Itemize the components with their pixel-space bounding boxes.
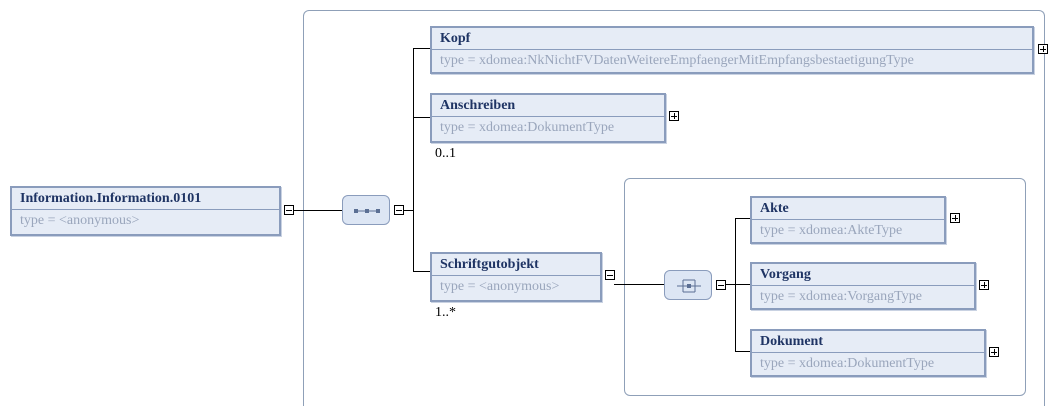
schriftgutobjekt-content-group	[624, 178, 1026, 396]
element-name: Kopf	[432, 28, 1032, 50]
root-content-group	[303, 10, 1045, 406]
connector-trunk-to-kopf	[413, 48, 430, 49]
sequence-compositor-icon	[354, 209, 380, 213]
element-name: Information.Information.0101	[12, 188, 279, 210]
sequence-trunk-line	[413, 48, 414, 271]
minus-box-icon[interactable]	[716, 280, 726, 290]
element-vorgang[interactable]: Vorgang type = xdomea:VorgangType	[750, 262, 976, 310]
plus-box-icon[interactable]	[950, 213, 960, 223]
occurrence-label: 1..*	[435, 305, 456, 320]
element-name: Dokument	[752, 331, 984, 353]
sequence-compositor[interactable]	[342, 195, 390, 225]
element-type: type = xdomea:AkteType	[760, 223, 903, 238]
element-schriftgutobjekt[interactable]: Schriftgutobjekt type = <anonymous>	[430, 252, 602, 302]
plus-box-icon[interactable]	[989, 347, 999, 357]
minus-box-icon[interactable]	[394, 205, 404, 215]
element-akte[interactable]: Akte type = xdomea:AkteType	[750, 196, 946, 244]
connector-schriftgutobjekt-to-choice	[614, 284, 664, 285]
occurrence-label: 0..1	[435, 146, 456, 161]
choice-compositor-icon	[677, 279, 701, 293]
element-type: type = xdomea:DokumentType	[760, 356, 935, 371]
minus-box-icon[interactable]	[605, 270, 615, 280]
element-kopf[interactable]: Kopf type = xdomea:NkNichtFVDatenWeitere…	[430, 26, 1034, 74]
element-type: type = xdomea:NkNichtFVDatenWeitereEmpfa…	[440, 53, 914, 68]
element-name: Akte	[752, 198, 944, 220]
plus-box-icon[interactable]	[669, 111, 679, 121]
element-type: type = <anonymous>	[20, 213, 140, 228]
element-information[interactable]: Information.Information.0101 type = <ano…	[10, 186, 281, 236]
connector-choice-to-trunk	[726, 284, 736, 285]
element-name: Anschreiben	[432, 95, 664, 117]
connector-trunk-to-akte	[735, 218, 750, 219]
choice-compositor[interactable]	[664, 270, 712, 300]
element-name: Vorgang	[752, 264, 974, 286]
element-dokument[interactable]: Dokument type = xdomea:DokumentType	[750, 329, 986, 377]
element-anschreiben[interactable]: Anschreiben type = xdomea:DokumentType	[430, 93, 666, 143]
connector-trunk-to-vorgang	[735, 284, 750, 285]
minus-box-icon[interactable]	[284, 205, 294, 215]
element-name: Schriftgutobjekt	[432, 254, 600, 276]
connector-sequence-to-trunk	[404, 210, 414, 211]
connector-trunk-to-schriftgutobjekt	[413, 271, 430, 272]
plus-box-icon[interactable]	[1038, 44, 1048, 54]
plus-box-icon[interactable]	[979, 280, 989, 290]
connector-trunk-to-dokument	[735, 351, 750, 352]
connector-trunk-to-anschreiben	[413, 117, 430, 118]
connector-root-to-sequence	[294, 210, 342, 211]
element-type: type = xdomea:VorgangType	[760, 289, 922, 304]
element-type: type = xdomea:DokumentType	[440, 120, 615, 135]
element-type: type = <anonymous>	[440, 279, 560, 294]
